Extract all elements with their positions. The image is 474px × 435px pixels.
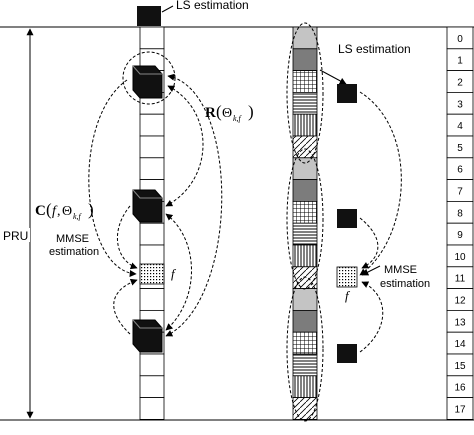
left-cell <box>139 288 165 311</box>
pilot-square-right-top <box>337 84 357 103</box>
group-ellipse-1 <box>286 22 324 164</box>
pattern-cell-vlines <box>292 244 318 268</box>
pattern-cell-vlines <box>292 113 318 137</box>
c-f: f <box>52 204 58 219</box>
pilot-square-right-middle <box>337 209 357 228</box>
r-symbol: R <box>205 105 216 121</box>
pattern-cell-grid <box>292 331 318 355</box>
index-label: 2 <box>457 78 463 89</box>
pru-label-bg <box>4 228 30 242</box>
c-arrow-top <box>88 79 137 278</box>
c-subscript: k,f <box>73 212 83 221</box>
r-theta: Θ <box>222 106 232 121</box>
index-label: 12 <box>454 296 466 307</box>
left-cell <box>139 157 165 181</box>
ls-top-leader <box>161 5 174 13</box>
index-label: 6 <box>457 165 463 176</box>
mmse-right-line2: estimation <box>380 278 430 290</box>
left-cell <box>139 375 165 398</box>
ls-top-marker <box>137 6 161 26</box>
left-cell <box>139 353 165 377</box>
index-label: 1 <box>457 56 463 67</box>
left-cell <box>139 135 165 159</box>
left-cell <box>139 113 165 137</box>
pattern-cell-hlines <box>292 353 318 377</box>
pattern-cell-darkgray <box>292 309 318 333</box>
pru-label: PRU <box>3 229 28 243</box>
r-arrow-lower <box>165 213 192 331</box>
mmse-right-arrow-bottom <box>359 281 384 353</box>
r-subscript: k,f <box>233 114 243 123</box>
index-label: 14 <box>454 339 466 350</box>
index-cell <box>446 397 474 420</box>
pilot-cube-left-top <box>132 65 163 99</box>
index-label: 3 <box>457 99 463 110</box>
group-ellipse-2 <box>286 148 324 290</box>
index-label: 10 <box>454 252 466 263</box>
pattern-cell-diagonal <box>292 397 318 420</box>
ls-top-label: LS estimation <box>176 0 249 12</box>
index-label: 4 <box>457 121 463 132</box>
left-cell <box>139 26 165 50</box>
c-symbol: C <box>35 203 46 219</box>
mmse-left-line1: MMSE <box>56 233 89 245</box>
index-label: 15 <box>454 361 466 372</box>
ls-right-arrow <box>319 69 347 85</box>
pattern-cell-lightgray <box>292 157 318 181</box>
index-label: 0 <box>457 34 463 45</box>
pattern-cell-darkgray <box>292 48 318 71</box>
c-arrow-bottom <box>113 278 138 335</box>
index-label: 5 <box>457 143 463 154</box>
mmse-right-arrow-top <box>359 91 402 276</box>
c-theta: Θ <box>62 204 72 219</box>
pilot-cube-left-bottom <box>132 319 163 353</box>
pilot-square-right-bottom <box>337 344 357 363</box>
left-cell <box>139 222 165 246</box>
pattern-cell-vlines <box>292 375 318 398</box>
mmse-right-line1: MMSE <box>384 264 417 276</box>
group-ellipse-3 <box>286 276 324 422</box>
index-label: 17 <box>454 405 466 416</box>
pattern-cell-diagonal <box>292 266 318 289</box>
index-label: 11 <box>455 274 466 285</box>
target-subcarrier-left <box>139 263 165 285</box>
left-cell <box>139 397 165 420</box>
pattern-cell-darkgray <box>292 179 318 202</box>
index-label: 8 <box>457 208 463 219</box>
ls-right-label: LS estimation <box>338 42 411 56</box>
index-label: 9 <box>457 230 463 241</box>
right-pattern-column <box>292 26 318 420</box>
pattern-cell-hlines <box>292 92 318 115</box>
pilot-cube-left-middle <box>132 189 163 223</box>
pattern-cell-hlines <box>292 222 318 246</box>
f-label-left: f <box>171 266 177 281</box>
left-cell <box>139 244 165 268</box>
r-arrow-inner <box>165 85 204 207</box>
mmse-right-leader <box>361 265 381 276</box>
f-label-right: f <box>345 288 351 303</box>
pattern-cell-lightgray <box>292 288 318 311</box>
r-arrow-outer <box>165 73 223 337</box>
mmse-left-line2: estimation <box>49 246 99 258</box>
r-open-paren: ( <box>216 102 222 121</box>
r-close-paren: ) <box>248 102 254 121</box>
mmse-right-arrow-middle <box>359 217 379 269</box>
index-label: 7 <box>457 187 463 198</box>
c-comma: , <box>57 204 61 219</box>
pattern-cell-grid <box>292 70 318 93</box>
pattern-cell-grid <box>292 200 318 224</box>
target-subcarrier-right <box>336 266 358 288</box>
index-label: 13 <box>454 317 466 328</box>
c-open-paren: ( <box>46 200 52 219</box>
index-label: 16 <box>454 383 466 394</box>
c-arrow-middle <box>116 205 138 270</box>
